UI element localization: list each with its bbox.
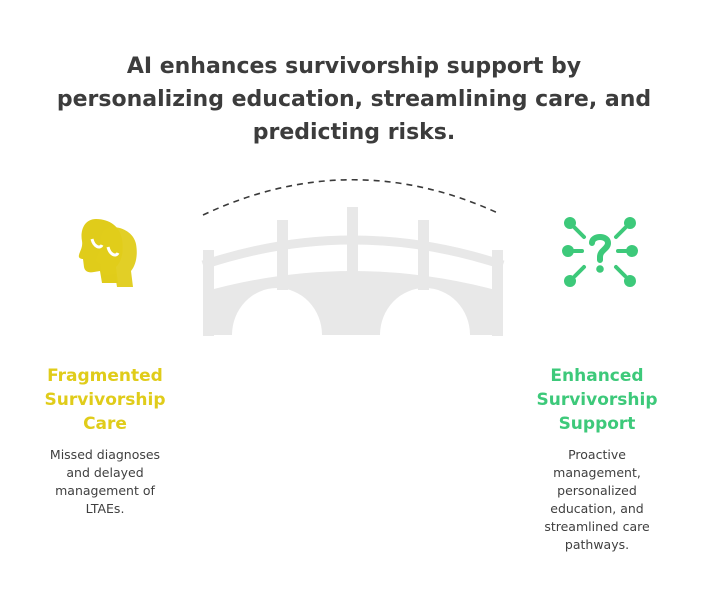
title-line-3: predicting risks. xyxy=(252,120,456,145)
right-desc-line-2: management, xyxy=(553,465,641,480)
right-heading-line-1: Enhanced xyxy=(550,366,644,386)
right-description: Proactive management, personalized educa… xyxy=(512,446,682,554)
left-heading-line-3: Care xyxy=(83,414,127,434)
right-heading: Enhanced Survivorship Support xyxy=(512,364,682,436)
right-desc-line-1: Proactive xyxy=(568,447,626,462)
left-heading: Fragmented Survivorship Care xyxy=(20,364,190,436)
question-network-icon xyxy=(562,217,638,287)
left-desc-line-3: management of xyxy=(55,483,155,498)
left-desc-line-2: and delayed xyxy=(66,465,144,480)
left-description: Missed diagnoses and delayed management … xyxy=(20,446,190,518)
right-desc-line-3: personalized xyxy=(557,483,637,498)
title-line-2: personalizing education, streamlining ca… xyxy=(56,87,652,112)
left-heading-line-2: Survivorship xyxy=(44,390,166,410)
page-title: AI enhances survivorship support by pers… xyxy=(0,50,708,149)
right-heading-line-3: Support xyxy=(558,414,636,434)
left-desc-line-1: Missed diagnoses xyxy=(49,447,161,462)
title-line-1: AI enhances survivorship support by xyxy=(126,54,582,79)
left-desc-line-4: LTAEs. xyxy=(85,501,125,516)
right-desc-line-4: education, and xyxy=(550,501,644,516)
right-desc-line-6: pathways. xyxy=(564,537,630,552)
right-desc-line-5: streamlined care xyxy=(544,519,650,534)
left-heading-line-1: Fragmented xyxy=(47,366,163,386)
right-heading-line-2: Survivorship xyxy=(536,390,658,410)
two-heads-profile-icon xyxy=(78,219,137,287)
